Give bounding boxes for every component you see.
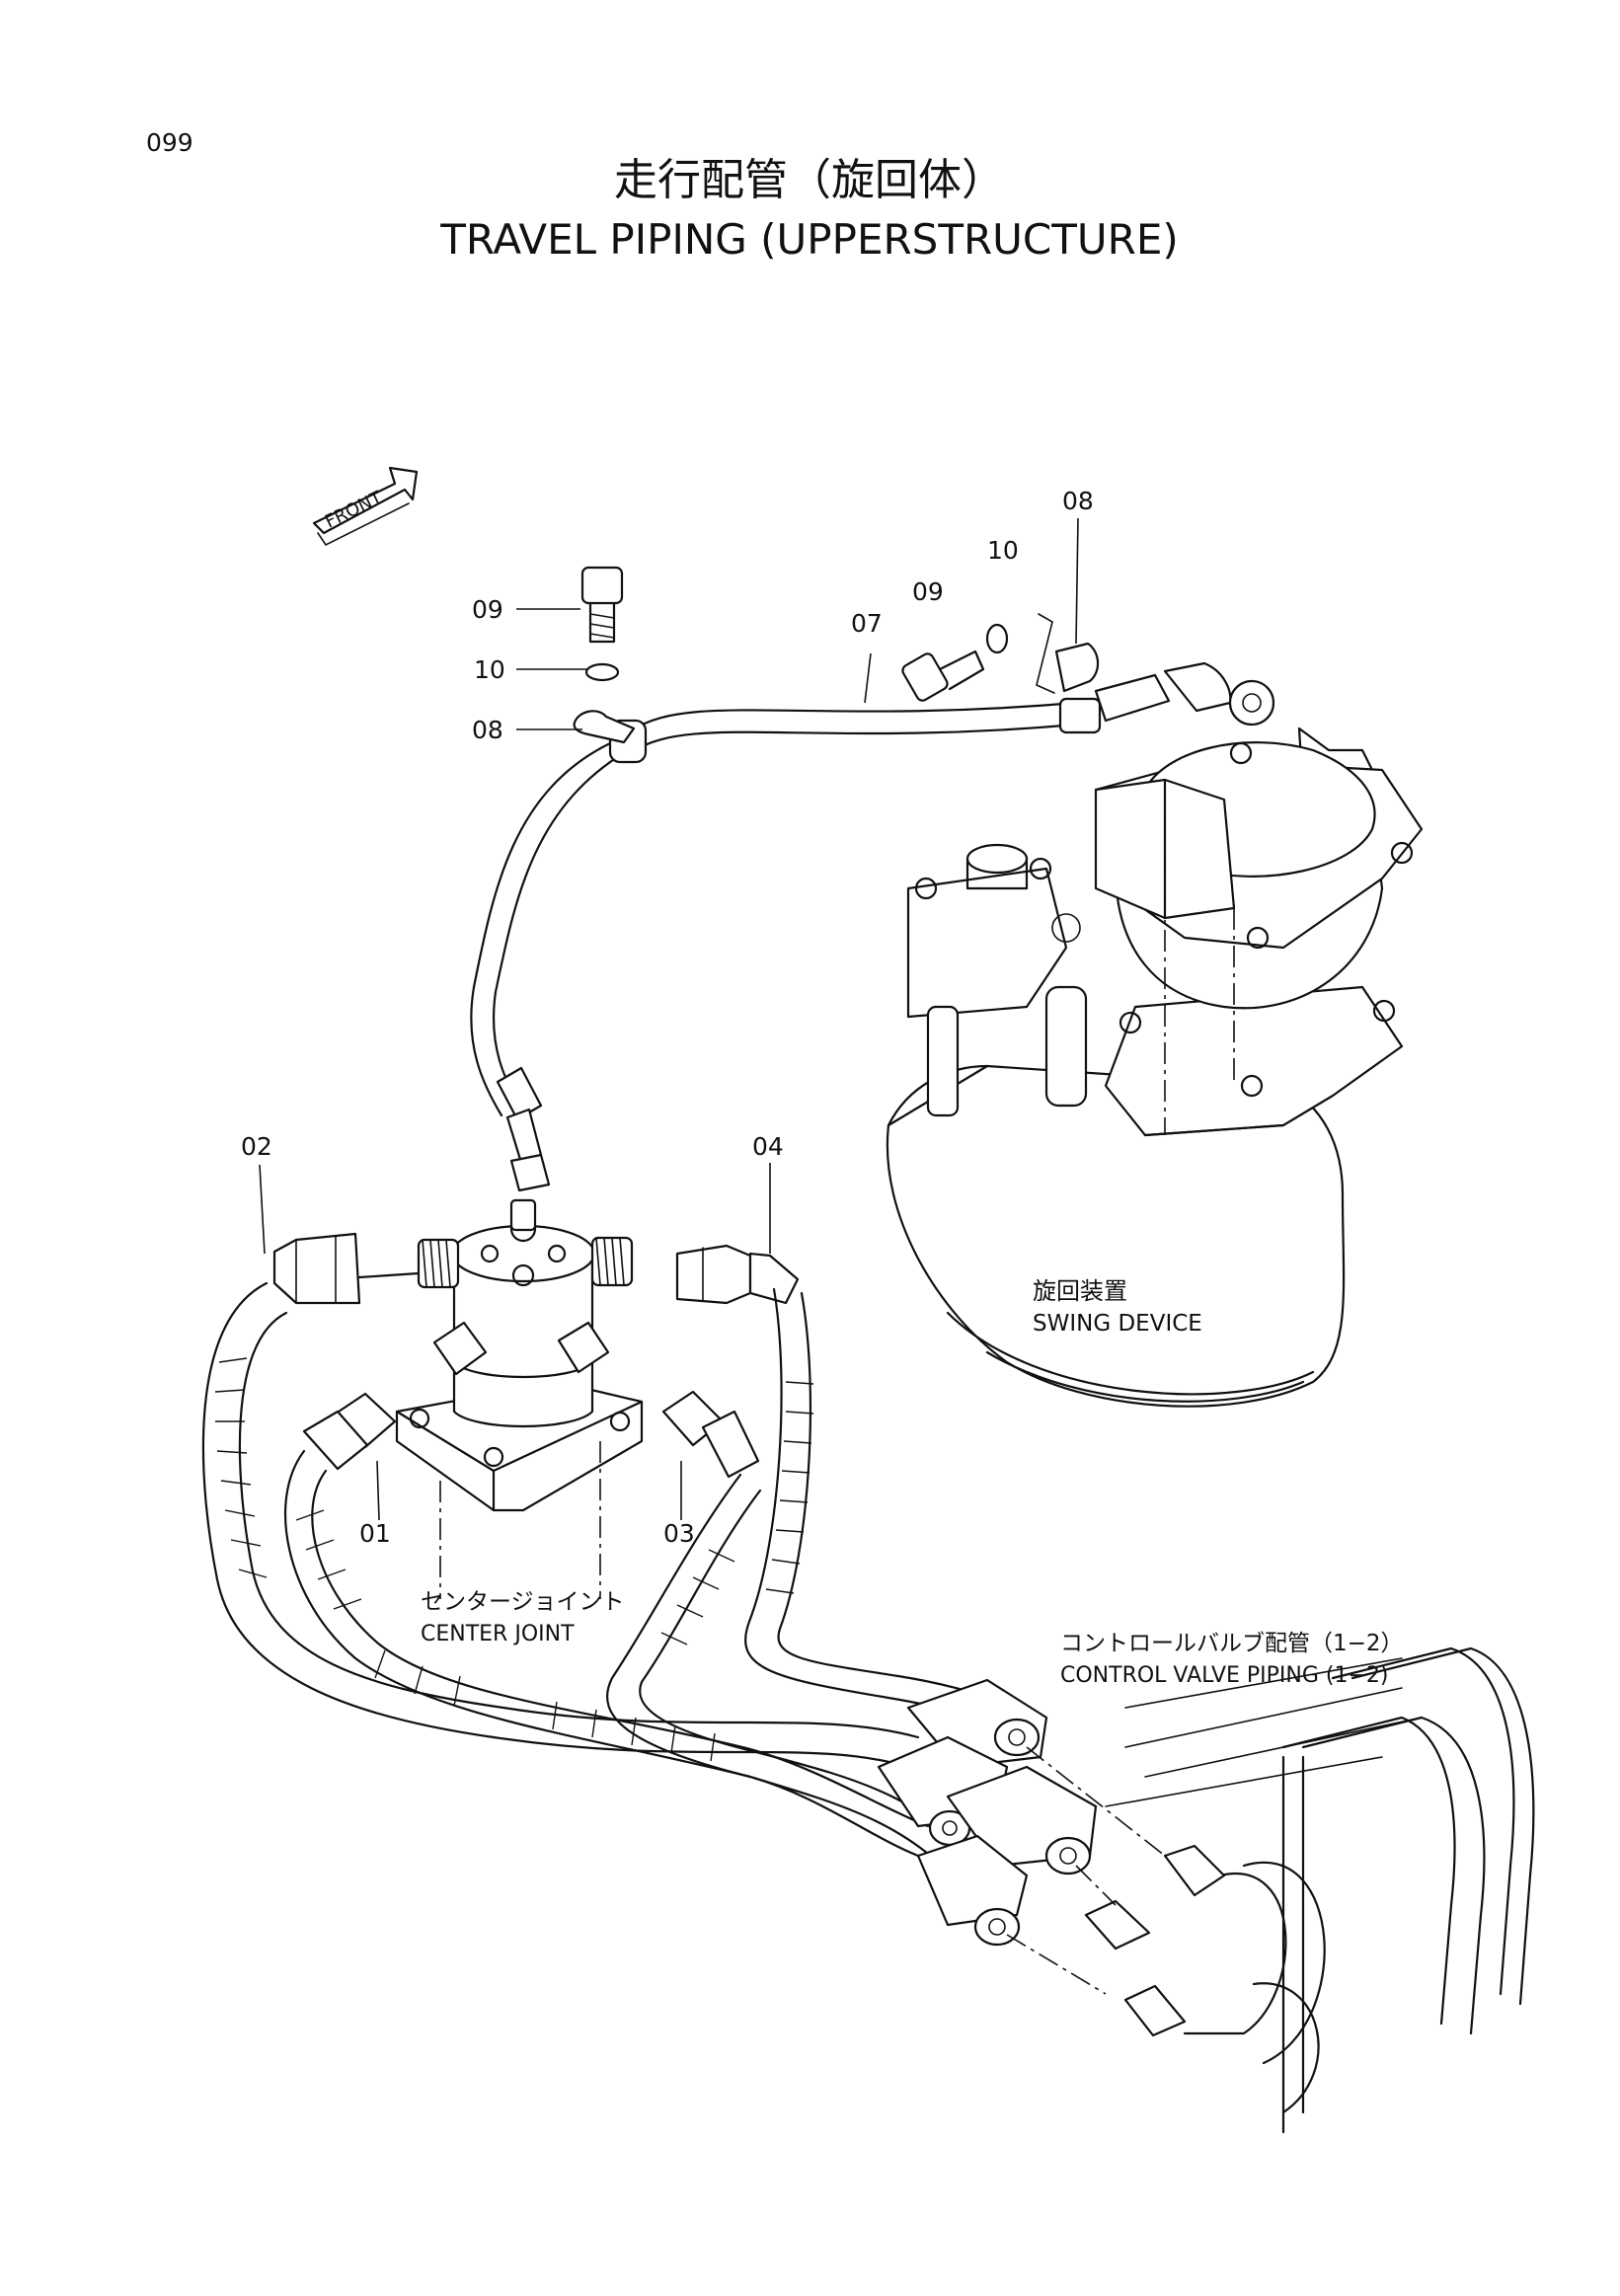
hose-04 xyxy=(744,1287,1013,1729)
callout-04: 04 xyxy=(752,1132,784,1161)
hose-end-fittings xyxy=(877,1678,1098,1947)
callout-07: 07 xyxy=(851,609,883,638)
callout-08-left: 08 xyxy=(472,716,503,744)
callout-09-right: 09 xyxy=(912,577,944,606)
fitting-04 xyxy=(675,1244,800,1305)
callout-03: 03 xyxy=(663,1519,695,1548)
center-joint-label-jp: センタージョイント xyxy=(421,1589,625,1615)
washer-10-right xyxy=(985,623,1009,654)
fitting-02 xyxy=(272,1232,421,1305)
callout-01: 01 xyxy=(359,1519,391,1548)
title-english: TRAVEL PIPING (UPPERSTRUCTURE) xyxy=(439,215,1179,264)
fitting-01 xyxy=(302,1392,397,1471)
hose-corrugation xyxy=(214,1357,814,1762)
washer-10-left xyxy=(584,662,620,682)
clamp-08-right xyxy=(1054,642,1100,693)
hose-02 xyxy=(201,1281,920,1769)
control-valve-label-jp: コントロールバルブ配管（1−2） xyxy=(1060,1631,1404,1656)
front-arrow-icon: FRONT xyxy=(312,466,419,547)
callout-leaders xyxy=(259,517,1079,1521)
bolt-09-left xyxy=(580,566,624,644)
swing-device-label-jp: 旋回装置 xyxy=(1033,1277,1127,1305)
swing-device-label-en: SWING DEVICE xyxy=(1033,1311,1202,1337)
control-valve-piping xyxy=(1006,1646,1535,2134)
callout-08-right: 08 xyxy=(1062,487,1094,515)
page-number: 099 xyxy=(146,128,193,157)
callout-10-left: 10 xyxy=(474,655,505,684)
swing-device xyxy=(886,741,1424,1408)
callout-02: 02 xyxy=(241,1132,272,1161)
fitting-03 xyxy=(661,1390,760,1479)
hose-07 xyxy=(470,661,1374,1192)
bolt-09-right xyxy=(901,650,985,702)
callout-10-right: 10 xyxy=(987,536,1019,565)
front-label: FRONT xyxy=(322,487,386,532)
hose-01 xyxy=(283,1449,930,1858)
center-joint-label-en: CENTER JOINT xyxy=(421,1622,575,1646)
control-valve-label-en: CONTROL VALVE PIPING (1−2) xyxy=(1060,1663,1389,1688)
callout-09-left: 09 xyxy=(472,595,503,624)
clamp-08-left xyxy=(573,710,636,744)
title-japanese: 走行配管（旋回体） xyxy=(614,155,1005,205)
center-joint xyxy=(395,1198,644,1599)
